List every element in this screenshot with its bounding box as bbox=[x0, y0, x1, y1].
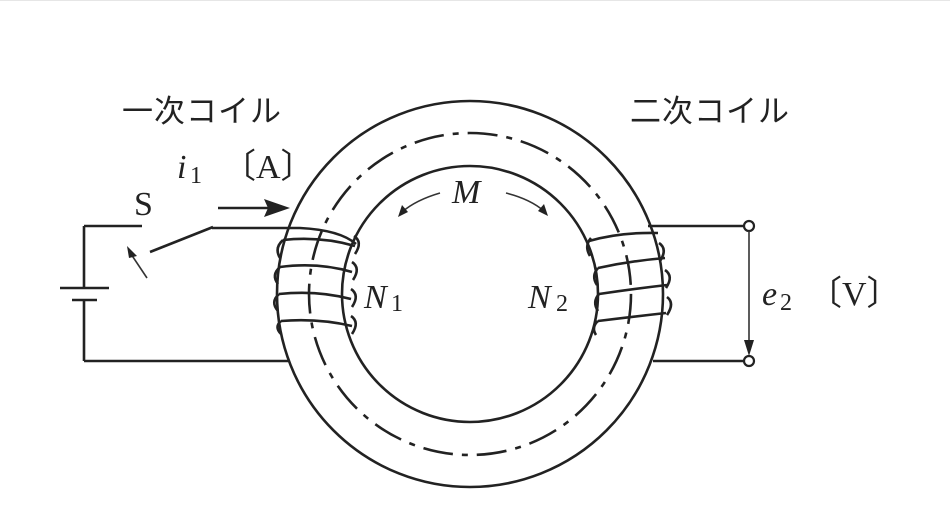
arrow-left-icon bbox=[398, 205, 408, 217]
secondary-coil bbox=[585, 224, 745, 363]
current-arrow-icon bbox=[218, 199, 290, 217]
secondary-turns-subscript: 2 bbox=[556, 291, 568, 317]
terminal-bottom bbox=[742, 354, 756, 368]
secondary-turns-symbol: N bbox=[527, 279, 553, 316]
mutual-inductance-label: M bbox=[451, 174, 482, 211]
emf-subscript: 2 bbox=[780, 290, 792, 316]
core-outer-edge bbox=[275, 99, 665, 489]
emf-arrow-icon bbox=[744, 231, 754, 356]
mutual-arrows bbox=[398, 192, 548, 217]
primary-coil bbox=[84, 226, 361, 363]
primary-circuit bbox=[60, 224, 214, 361]
primary-turns-subscript: 1 bbox=[391, 291, 403, 317]
arrow-right-icon bbox=[538, 204, 548, 216]
current-symbol: i bbox=[177, 149, 186, 186]
secondary-coil-label: 二次コイル bbox=[630, 94, 790, 130]
switch-label: S bbox=[134, 186, 153, 223]
switch-blade bbox=[149, 225, 214, 254]
primary-coil-label: 一次コイル bbox=[122, 94, 282, 130]
terminal-top bbox=[742, 219, 756, 233]
switch-arrow-icon bbox=[127, 246, 148, 279]
emf-unit: 〔V〕 bbox=[808, 275, 901, 313]
current-unit: 〔A〕 bbox=[222, 148, 315, 186]
emf-symbol: e bbox=[762, 276, 777, 313]
top-border bbox=[0, 0, 950, 1]
current-subscript: 1 bbox=[190, 163, 202, 189]
primary-turns-symbol: N bbox=[363, 279, 389, 316]
output-terminals bbox=[742, 219, 756, 368]
